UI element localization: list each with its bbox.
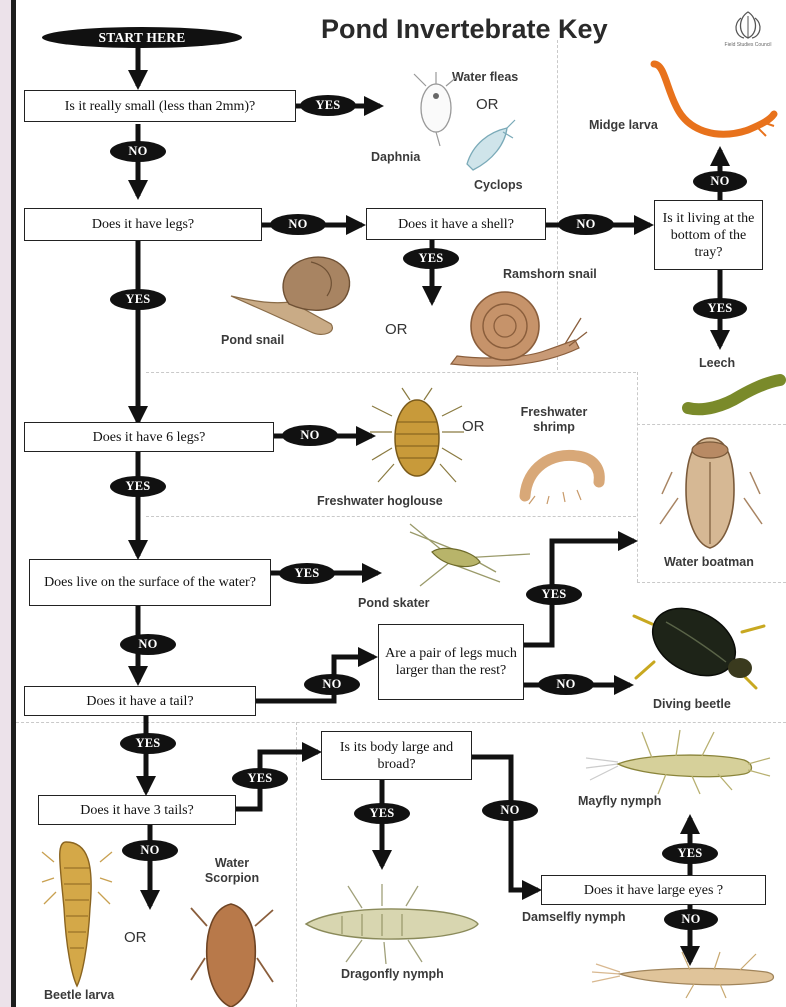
answer-no-pill: NO xyxy=(304,674,360,695)
answer-no-pill: NO xyxy=(664,909,718,930)
answer-yes-pill: YES xyxy=(354,803,410,824)
question-really-small: Is it really small (less than 2mm)? xyxy=(24,90,296,122)
question-large-eyes: Does it have large eyes ? xyxy=(541,875,766,905)
label-daphnia: Daphnia xyxy=(371,150,420,165)
question-six-legs: Does it have 6 legs? xyxy=(24,422,274,452)
answer-no-pill: NO xyxy=(482,800,538,821)
answer-yes-pill: YES xyxy=(662,843,718,864)
label-damselfly-nymph: Damselfly nymph xyxy=(522,910,626,925)
label-diving-beetle: Diving beetle xyxy=(653,697,731,712)
answer-no-pill: NO xyxy=(558,214,614,235)
label-freshwater-hoglouse: Freshwater hoglouse xyxy=(317,494,443,509)
daphnia-icon xyxy=(406,70,466,148)
answer-no-pill: NO xyxy=(693,171,747,192)
answer-yes-pill: YES xyxy=(110,476,166,497)
or-label: OR xyxy=(124,929,147,946)
beetle-larva-icon xyxy=(42,838,112,988)
answer-yes-pill: YES xyxy=(120,733,176,754)
answer-yes-pill: YES xyxy=(232,768,288,789)
label-pond-skater: Pond skater xyxy=(358,596,430,611)
label-water-scorpion: Water Scorpion xyxy=(204,856,260,886)
answer-yes-pill: YES xyxy=(279,563,335,584)
answer-yes-pill: YES xyxy=(693,298,747,319)
water-scorpion-icon xyxy=(191,898,275,1007)
label-mayfly-nymph: Mayfly nymph xyxy=(578,794,661,809)
key-sheet: Pond Invertebrate Key Field Studies Coun… xyxy=(16,0,786,1007)
label-water-boatman: Water boatman xyxy=(664,555,754,570)
question-has-legs: Does it have legs? xyxy=(24,208,262,241)
label-beetle-larva: Beetle larva xyxy=(44,988,114,1003)
answer-yes-pill: YES xyxy=(110,289,166,310)
question-pair-of-legs: Are a pair of legs much larger than the … xyxy=(378,624,524,700)
question-has-tail: Does it have a tail? xyxy=(24,686,256,716)
diving-beetle-icon xyxy=(632,592,766,692)
question-three-tails: Does it have 3 tails? xyxy=(38,795,236,825)
hoglouse-icon xyxy=(370,388,466,490)
midge-larva-icon xyxy=(644,56,780,144)
label-dragonfly-nymph: Dragonfly nymph xyxy=(341,967,444,982)
answer-no-pill: NO xyxy=(282,425,338,446)
answer-no-pill: NO xyxy=(122,840,178,861)
answer-no-pill: NO xyxy=(110,141,166,162)
answer-yes-pill: YES xyxy=(526,584,582,605)
answer-no-pill: NO xyxy=(538,674,594,695)
question-surface: Does live on the surface of the water? xyxy=(29,559,271,606)
cyclops-icon xyxy=(459,118,515,176)
answer-no-pill: NO xyxy=(120,634,176,655)
pond-snail-icon xyxy=(227,252,357,344)
question-has-shell: Does it have a shell? xyxy=(366,208,546,240)
leech-icon xyxy=(684,366,784,422)
dragonfly-nymph-icon xyxy=(302,884,482,964)
answer-no-pill: NO xyxy=(270,214,326,235)
label-freshwater-shrimp: Freshwater shrimp xyxy=(516,405,592,435)
mayfly-nymph-icon xyxy=(582,728,772,796)
question-body-broad: Is its body large and broad? xyxy=(321,731,472,780)
question-bottom-of-tray: Is it living at the bottom of the tray? xyxy=(654,200,763,270)
ramshorn-snail-icon xyxy=(447,288,583,374)
damselfly-nymph-icon xyxy=(590,950,782,1000)
freshwater-shrimp-icon xyxy=(519,446,603,504)
pond-skater-icon xyxy=(380,522,532,590)
answer-yes-pill: YES xyxy=(403,248,459,269)
or-label: OR xyxy=(476,96,499,113)
start-here-pill: START HERE xyxy=(42,27,242,48)
or-label: OR xyxy=(385,321,408,338)
answer-yes-pill: YES xyxy=(300,95,356,116)
water-boatman-icon xyxy=(658,432,764,552)
label-cyclops: Cyclops xyxy=(474,178,523,193)
label-ramshorn-snail: Ramshorn snail xyxy=(503,267,597,282)
